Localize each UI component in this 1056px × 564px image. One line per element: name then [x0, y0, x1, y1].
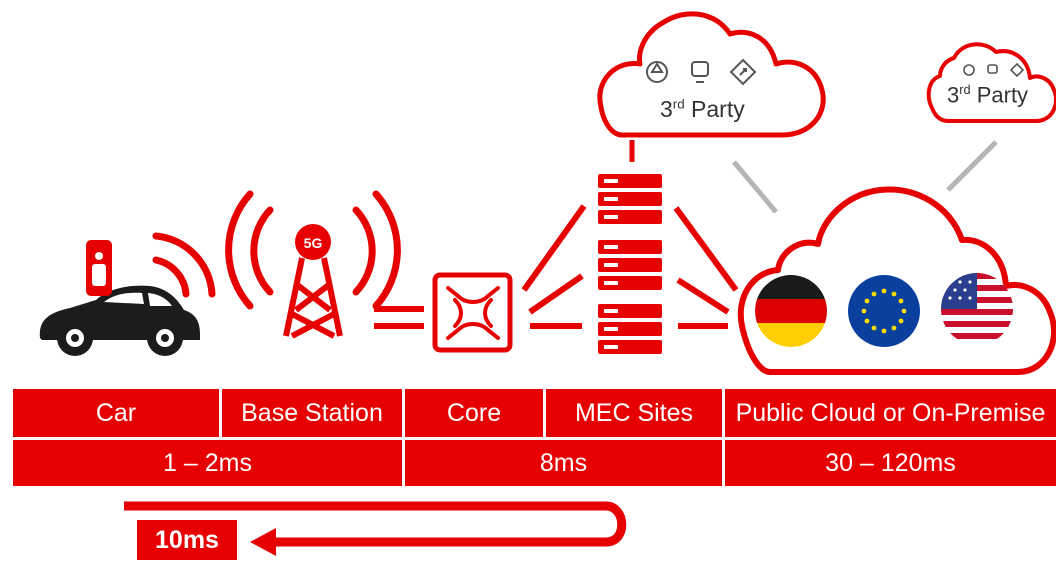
third-party-small-label: 3rd Party [947, 82, 1029, 108]
route-sign-icon [729, 58, 757, 86]
connector-line [732, 160, 778, 214]
third-party-small-app-icons [963, 62, 1025, 78]
third-party-app-icons [646, 58, 757, 86]
round-trip-badge: 10ms [137, 520, 237, 560]
location-warning-icon [646, 61, 668, 83]
third-party-label: 3rd Party [660, 96, 745, 122]
segment-core: Core [405, 389, 543, 437]
round-trip-arrowhead [250, 528, 276, 556]
segment-mec-sites: MEC Sites [546, 389, 722, 437]
segment-base-station: Base Station [222, 389, 402, 437]
latency-public-cloud: 30 – 120ms [725, 440, 1056, 486]
round-trip-arrow [124, 501, 627, 547]
car-signal-waves-icon [152, 232, 216, 298]
connector-line [946, 140, 998, 192]
segment-car: Car [13, 389, 219, 437]
third-party-cloud [597, 11, 826, 138]
germany-flag-icon [755, 275, 827, 347]
tower-core-link [374, 306, 424, 329]
usa-flag-icon [941, 273, 1013, 345]
eu-flag-icon [848, 275, 920, 347]
parking-icon [691, 61, 709, 83]
latency-core-mec: 8ms [405, 440, 722, 486]
5g-badge-text: 5G [304, 235, 323, 251]
core-router-icon [432, 272, 513, 353]
mec-cloud-links [673, 206, 739, 329]
car-icon [39, 285, 200, 356]
5g-tower-icon [225, 190, 401, 339]
server-rack-icon [598, 174, 662, 354]
latency-car-base-station: 1 – 2ms [13, 440, 402, 486]
third-party-cloud-small [926, 42, 1056, 123]
core-mec-links [521, 204, 587, 329]
segment-public-cloud: Public Cloud or On-Premise [725, 389, 1056, 437]
sim-card-icon [86, 240, 112, 296]
